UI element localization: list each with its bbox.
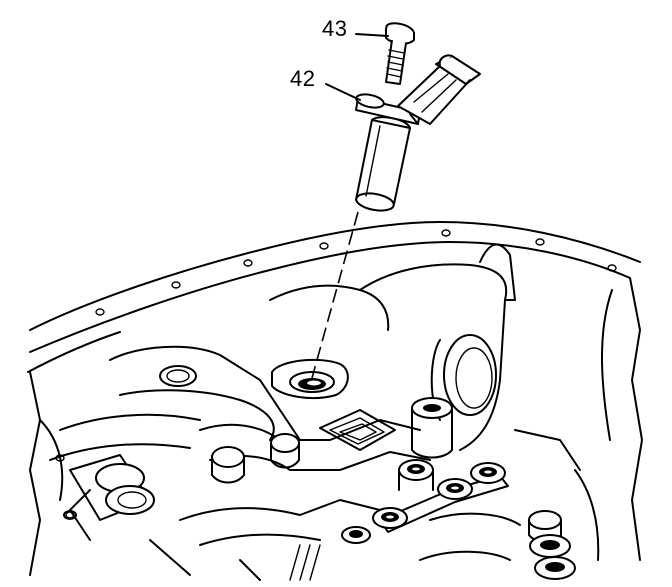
bushing-5: [341, 526, 371, 544]
bushing-3: [470, 462, 506, 484]
bolt: [385, 22, 415, 85]
bushing-1: [372, 507, 408, 529]
installation-path-line: [311, 211, 359, 379]
callout-43-label: 43: [322, 16, 348, 41]
callout-42-label: 42: [290, 66, 316, 91]
bushing-4: [398, 459, 434, 481]
leader-42: [325, 83, 361, 101]
speed-sensor: [355, 54, 481, 212]
leader-43: [355, 33, 389, 37]
valve-body-casting: [49, 243, 600, 581]
bushing-2: [437, 478, 473, 500]
